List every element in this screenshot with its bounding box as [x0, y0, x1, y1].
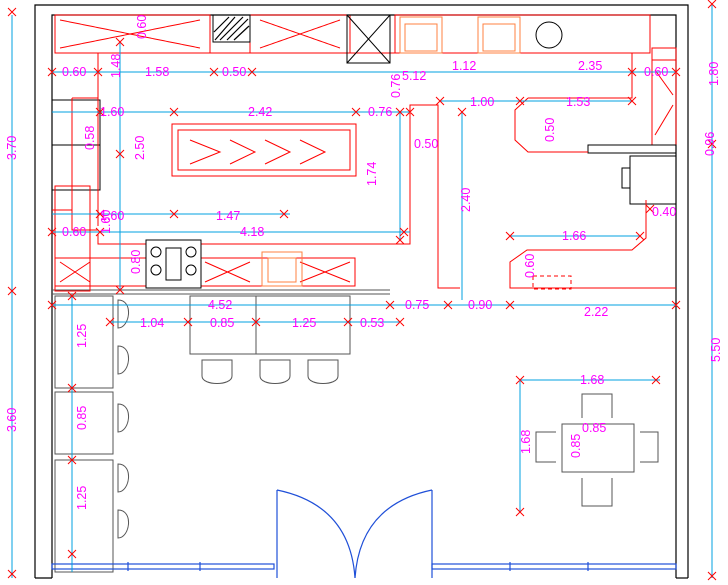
- right-appliance-block: [621, 155, 677, 205]
- dim-r1-f: 5.12: [402, 69, 426, 83]
- bar-stools: [201, 359, 339, 384]
- dim-top-b: 1.12: [452, 59, 476, 73]
- bar-table: [189, 295, 351, 355]
- sink-1: [399, 16, 443, 54]
- sink-2: [477, 16, 521, 54]
- building-walls: [34, 4, 689, 579]
- dim-table-085h: 0.85: [582, 421, 606, 435]
- dim-right-180: 1.80: [707, 62, 721, 86]
- dim-r2-a: 1.60: [100, 105, 124, 119]
- dim-right-096: 0.96: [703, 132, 717, 156]
- dim-r1-d: 0.50: [222, 65, 246, 79]
- dimension-labels: 0.60 1.12 2.35 0.60 1.48 1.58 0.50 0.76 …: [5, 15, 723, 510]
- dining-table-set: [535, 393, 659, 507]
- left-appliance-block: [51, 99, 101, 292]
- dim-r2-d: 1.00: [470, 95, 494, 109]
- dim-v-050b: 0.50: [543, 118, 557, 142]
- left-booth-seating: [54, 295, 129, 573]
- dim-v-174: 1.74: [365, 162, 379, 186]
- dim-r1-b: 1.48: [109, 54, 123, 78]
- dim-r2-e: 1.53: [566, 95, 590, 109]
- dim-top-c: 2.35: [578, 59, 602, 73]
- dim-v-250: 2.50: [133, 136, 147, 160]
- dim-r2-b: 2.42: [248, 105, 272, 119]
- dim-r5-a: 4.52: [208, 298, 232, 312]
- service-shaft: [346, 14, 391, 64]
- dim-table-168h: 1.68: [580, 373, 604, 387]
- bottom-counter: [54, 257, 356, 287]
- dim-table-168v: 1.68: [519, 430, 533, 454]
- dimension-ticks: [7, 0, 717, 581]
- dim-left-370: 3.70: [5, 136, 19, 160]
- dim-v-080: 0.80: [129, 250, 143, 274]
- dim-r5-c: 0.90: [468, 298, 492, 312]
- dim-r2-c: 0.76: [368, 105, 392, 119]
- dim-r1-a: 0.60: [62, 65, 86, 79]
- dim-seat-125a: 1.25: [75, 324, 89, 348]
- dim-r5-b: 0.75: [405, 298, 429, 312]
- dim-r6-c: 1.25: [292, 316, 316, 330]
- entrance-door: [276, 489, 433, 579]
- dim-right-550: 5.50: [709, 338, 723, 362]
- dim-v-050a: 0.50: [414, 137, 438, 151]
- dim-left-360: 3.60: [5, 408, 19, 432]
- round-drain: [535, 21, 563, 49]
- dim-v-240: 2.40: [459, 188, 473, 212]
- dim-r3-a: 1.60: [100, 209, 124, 223]
- structural-column: [212, 14, 251, 43]
- dim-v-058: 0.58: [83, 126, 97, 150]
- dim-r4-b: 1.60: [99, 210, 113, 234]
- dim-v-060: 0.60: [523, 254, 537, 278]
- dim-seat-085: 0.85: [75, 406, 89, 430]
- dim-r1-e: 0.76: [389, 74, 403, 98]
- dim-r1-c: 1.58: [145, 65, 169, 79]
- dim-r4-d: 1.66: [562, 229, 586, 243]
- island-sink: [261, 251, 303, 287]
- dim-r1-g: 0.60: [644, 65, 668, 79]
- stove-cooktop: [145, 239, 202, 289]
- dim-r6-a: 1.04: [140, 316, 164, 330]
- dim-seat-125b: 1.25: [75, 486, 89, 510]
- bottom-windows: [51, 562, 677, 571]
- kitchen-island: [171, 123, 357, 177]
- dimension-lines: [11, 5, 713, 578]
- dim-r4-c: 4.18: [240, 225, 264, 239]
- dim-r5-d: 2.22: [584, 305, 608, 319]
- dim-r3-b: 1.47: [216, 209, 240, 223]
- dim-r3-c: 0.40: [652, 205, 676, 219]
- dim-r6-b: 0.85: [210, 316, 234, 330]
- right-wall-cabinets: [587, 47, 677, 154]
- dim-table-085v: 0.85: [569, 434, 583, 458]
- dim-r4-a: 0.60: [62, 225, 86, 239]
- dim-r6-d: 0.53: [360, 316, 384, 330]
- dim-top-a: 0.60: [135, 15, 149, 39]
- u-shaped-counter: [52, 97, 676, 290]
